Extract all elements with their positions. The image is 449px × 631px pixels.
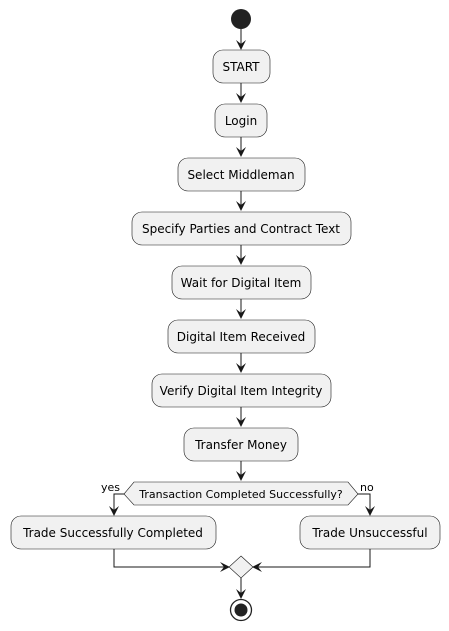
node-transfer-money-label: Transfer Money [194, 438, 287, 452]
node-login-label: Login [225, 114, 257, 128]
node-trade-success [10, 515, 217, 550]
node-trade-unsuccessful [299, 515, 441, 550]
final-node-core [234, 603, 248, 617]
node-login [214, 103, 268, 138]
node-wait-digital-item [171, 265, 312, 300]
decision-yes-label: yes [101, 481, 120, 494]
node-trade-success-label: Trade Successfully Completed [22, 526, 203, 540]
node-specify-parties-label: Specify Parties and Contract Text [142, 222, 340, 236]
decision-no-label: no [360, 481, 374, 494]
node-start-label: START [222, 60, 260, 74]
node-verify-integrity-label: Verify Digital Item Integrity [160, 384, 323, 398]
node-start [212, 49, 271, 84]
merge-node [228, 555, 254, 579]
node-specify-parties [131, 211, 352, 246]
node-digital-item-received-label: Digital Item Received [177, 330, 305, 344]
decision-question: Transaction Completed Successfully? [138, 488, 343, 501]
node-digital-item-received [167, 319, 316, 354]
node-wait-digital-item-label: Wait for Digital Item [181, 276, 302, 290]
node-select-middleman-label: Select Middleman [187, 168, 294, 182]
node-select-middleman [177, 157, 306, 192]
node-verify-integrity [151, 373, 332, 408]
initial-node [231, 9, 251, 29]
node-trade-unsuccessful-label: Trade Unsuccessful [311, 526, 427, 540]
node-transfer-money [183, 427, 299, 462]
decision-node [123, 481, 359, 506]
